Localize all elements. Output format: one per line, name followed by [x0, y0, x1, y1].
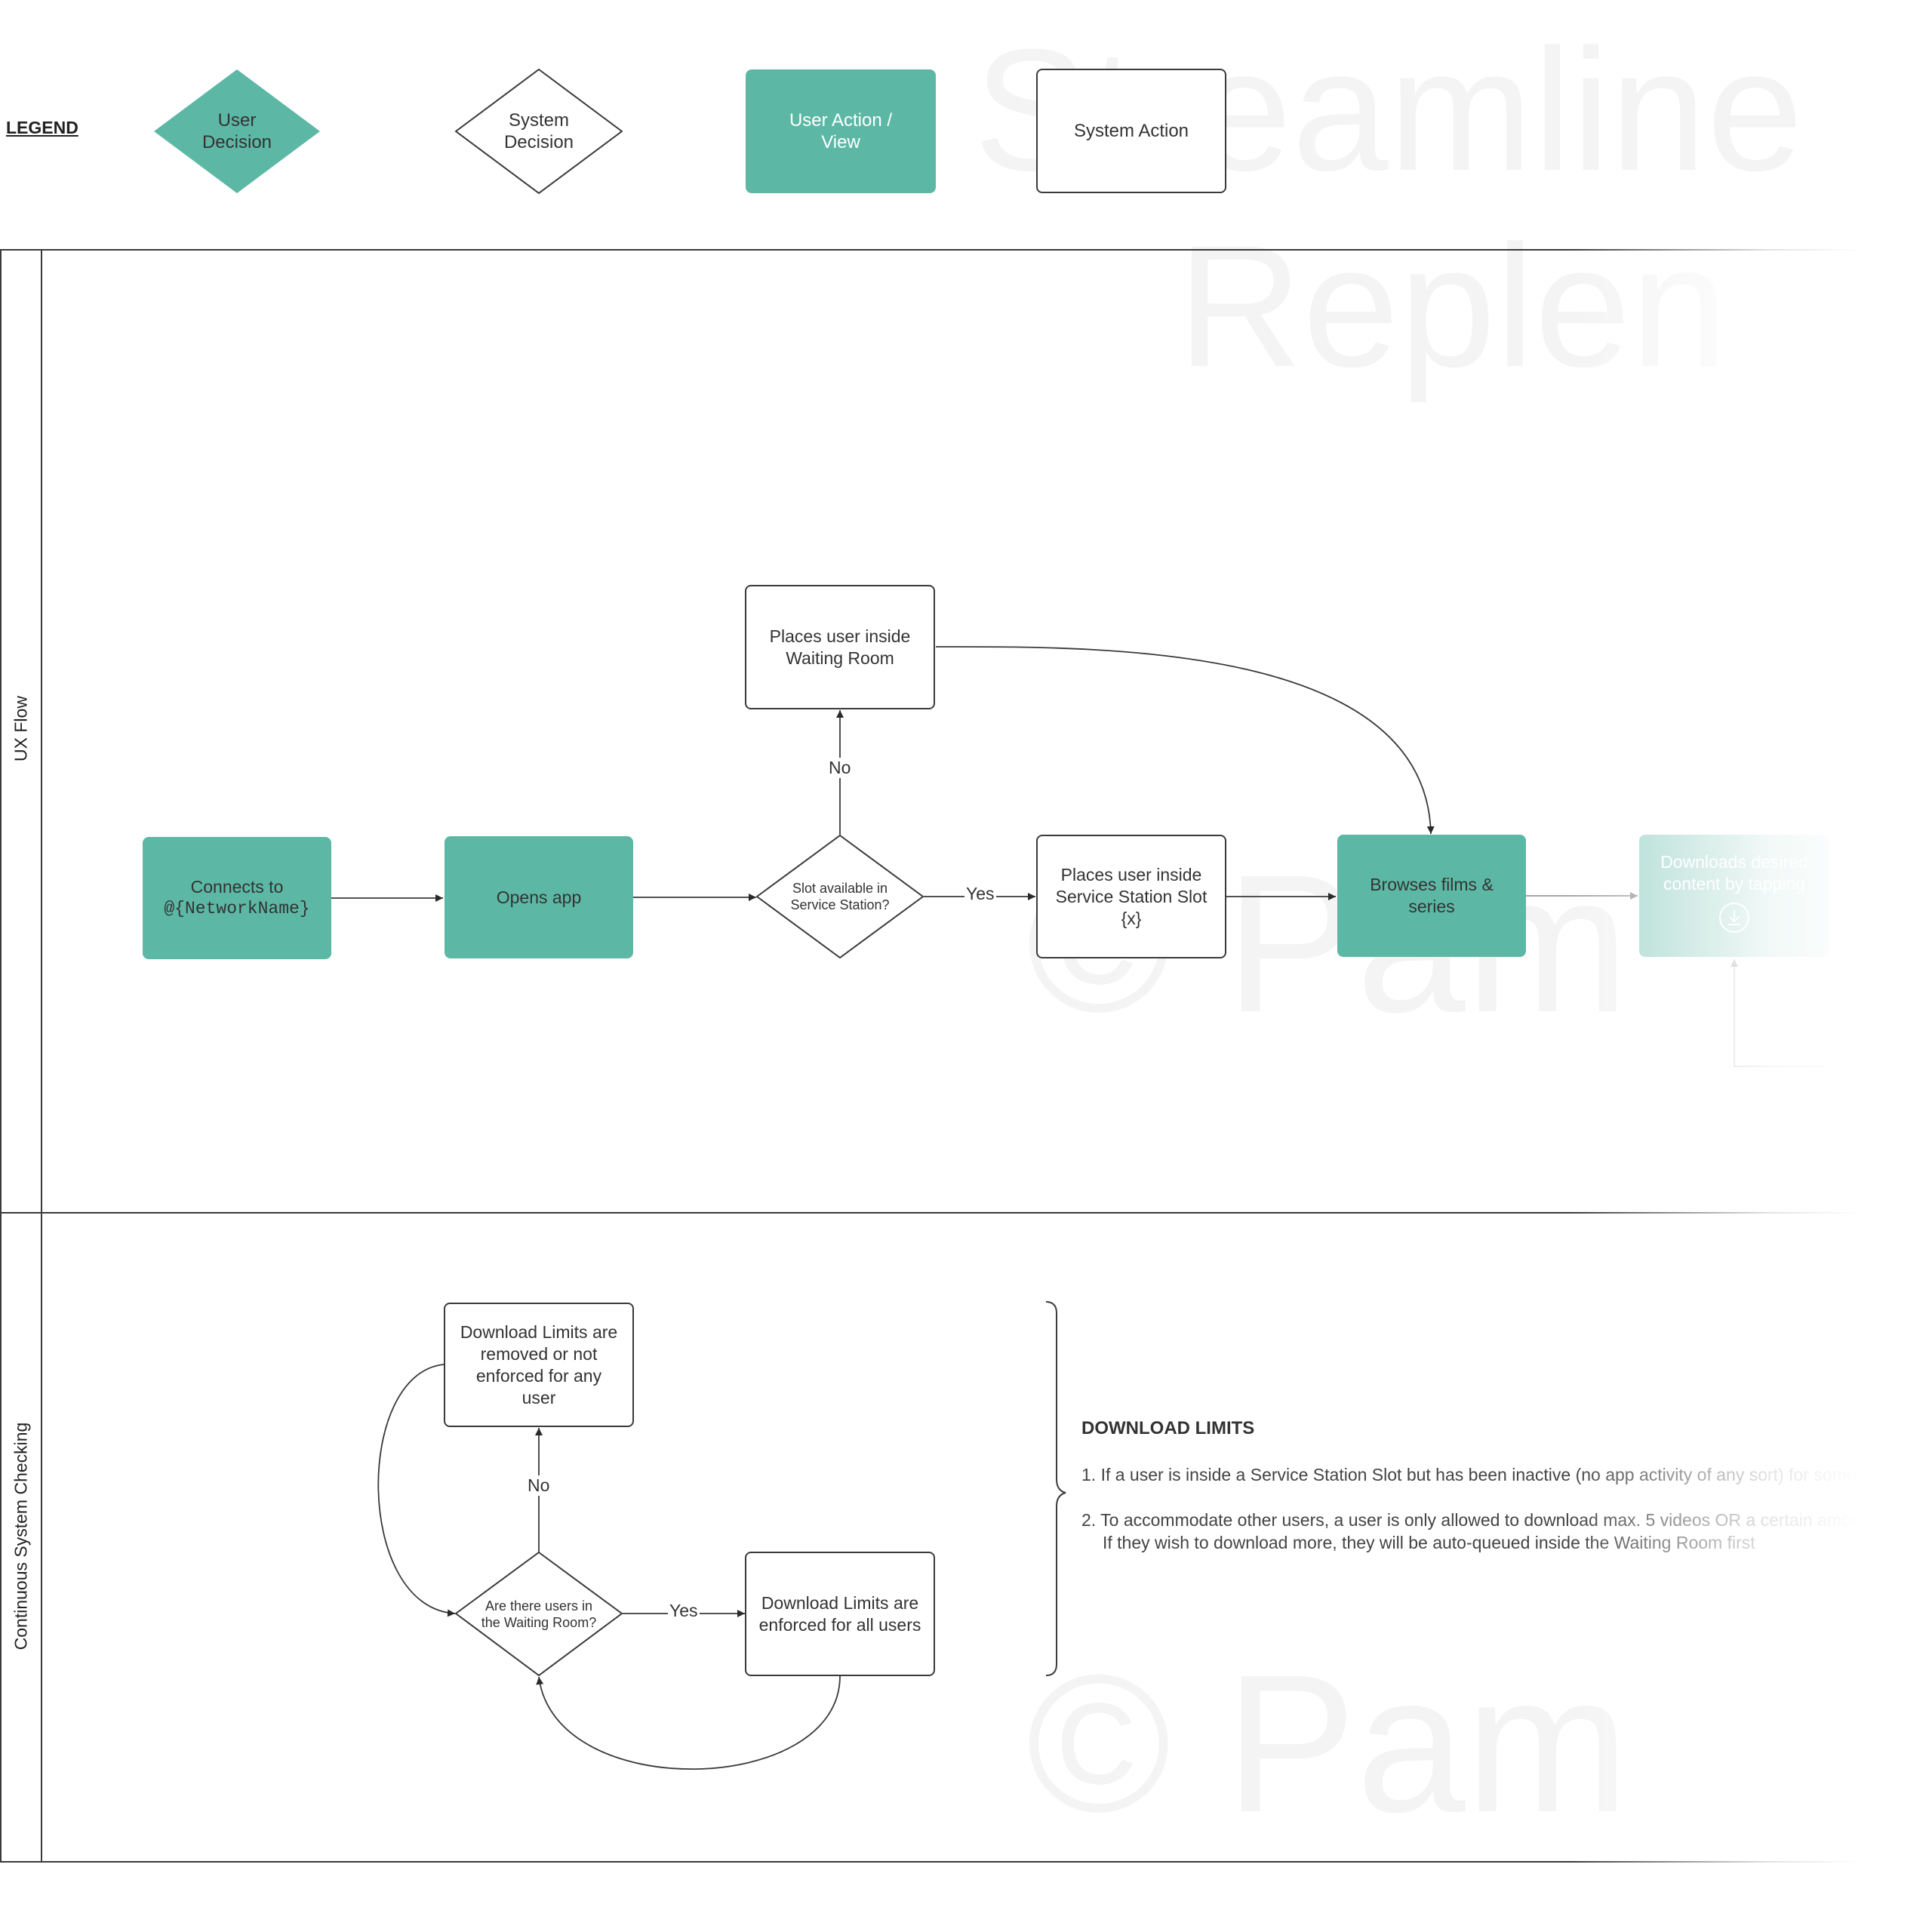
downloads-label: Downloads desired content by tapping	[1660, 852, 1808, 894]
connects-to-label: Connects to	[190, 877, 284, 897]
service-slot-label: Places user inside Service Station Slot …	[1055, 864, 1208, 928]
edge-label-yes-check: Yes	[668, 1601, 700, 1621]
legend-system-action-label: System Action	[1073, 121, 1189, 141]
download-icon	[1719, 903, 1749, 933]
legend-system-decision-label: System Decision	[503, 110, 574, 152]
waiting-room-node: Places user inside Waiting Room	[745, 585, 935, 709]
download-limits-title: DOWNLOAD LIMITS	[1081, 1418, 1255, 1438]
download-limit-item-1: 1. If a user is inside a Service Station…	[1081, 1465, 1894, 1484]
legend-system-action: System Action	[1036, 69, 1226, 193]
limits-enforced-node: Download Limits are enforced for all use…	[745, 1552, 935, 1676]
limits-removed-node: Download Limits are removed or not enfor…	[444, 1303, 634, 1427]
edge-label-no-check: No	[526, 1475, 552, 1496]
browses-node: Browses films & series	[1337, 835, 1526, 957]
opens-app-label: Opens app	[496, 887, 582, 907]
legend-user-decision: User Decision	[153, 69, 321, 194]
downloads-node: Downloads desired content by tapping	[1639, 835, 1829, 957]
legend-user-decision-label: User Decision	[202, 110, 272, 152]
waiting-room-question-label: Are there users in the Waiting Room?	[481, 1598, 597, 1630]
connects-to-node: Connects to @{NetworkName}	[143, 837, 331, 959]
legend-user-action-label: User Action / View	[789, 110, 893, 152]
slot-available-label: Slot available in Service Station?	[790, 881, 890, 912]
service-slot-node: Places user inside Service Station Slot …	[1036, 835, 1226, 958]
limits-enforced-label: Download Limits are enforced for all use…	[758, 1592, 921, 1635]
limits-removed-label: Download Limits are removed or not enfor…	[460, 1321, 618, 1407]
opens-app-node: Opens app	[445, 836, 633, 958]
browses-label: Browses films & series	[1370, 875, 1494, 916]
lane-label-ux-flow: UX Flow	[11, 696, 31, 761]
download-limit-item-2: 2. To accommodate other users, a user is…	[1081, 1510, 1875, 1530]
legend-title: LEGEND	[6, 118, 78, 137]
lane-label-continuous: Continuous System Checking	[11, 1422, 31, 1651]
network-name-label: @{NetworkName}	[164, 899, 310, 918]
edge-label-no-ux: No	[827, 758, 853, 778]
download-limit-item-2-cont: If they wish to download more, they will…	[1103, 1533, 1755, 1552]
legend-system-decision: System Decision	[455, 69, 623, 194]
slot-available-decision: Slot available in Service Station?	[756, 835, 924, 958]
waiting-room-decision: Are there users in the Waiting Room?	[455, 1552, 623, 1676]
legend-user-action: User Action / View	[746, 69, 936, 193]
waiting-room-label: Places user inside Waiting Room	[769, 626, 911, 668]
edge-label-yes-ux: Yes	[964, 884, 996, 904]
